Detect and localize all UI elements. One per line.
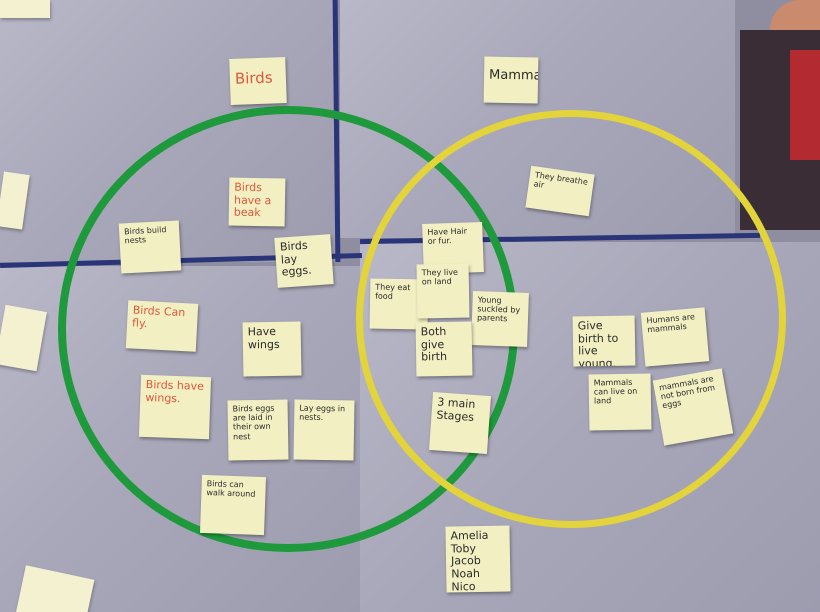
note-birds-can-fly: Birds Can fly. (125, 300, 199, 352)
note-they-breathe: They breathe air (525, 165, 595, 217)
birds-label: Birds (234, 68, 273, 88)
note-both-give-birth: Both give birth (415, 321, 473, 377)
note-birds-build-nests: Birds build nests (118, 220, 182, 274)
yellow-hoop (356, 110, 786, 528)
note-have-wings: Have wings (242, 321, 302, 377)
note-humans-are-mammals: Humans are mammals (640, 307, 710, 367)
child-red-top (790, 50, 820, 160)
birds-label-note: Birds (229, 57, 287, 105)
mammal-label-note: Mammal (483, 56, 539, 104)
note-birds-lay-eggs: Birds lay eggs. (274, 234, 334, 288)
note-birds-walk: Birds can walk around (200, 474, 266, 536)
edge-note-top (0, 0, 50, 18)
note-group-names: Amelia Toby Jacob Noah Nico Gracie (445, 525, 511, 593)
note-young-suckled: Young suckled by parents (471, 291, 529, 347)
note-birds-have-wings: Birds have wings. (138, 374, 212, 440)
note-three-main-stages: 3 main Stages (429, 392, 491, 454)
note-give-birth-live-young: Give birth to live young. (572, 315, 636, 367)
mammal-label: Mammal (488, 67, 539, 84)
note-mammals-can-live: Mammals can live on land (588, 373, 652, 431)
note-birds-eggs-nest: Birds eggs are laid in their own nest (227, 399, 289, 461)
note-lay-eggs-in-nests: Lay eggs in nests. (293, 399, 355, 461)
note-birds-have-a-beak: Birds have a beak (228, 177, 286, 227)
note-mammals-not-born-eggs: mammals are not born from eggs (652, 368, 734, 446)
note-they-live-on-land: They live on land (416, 263, 470, 319)
